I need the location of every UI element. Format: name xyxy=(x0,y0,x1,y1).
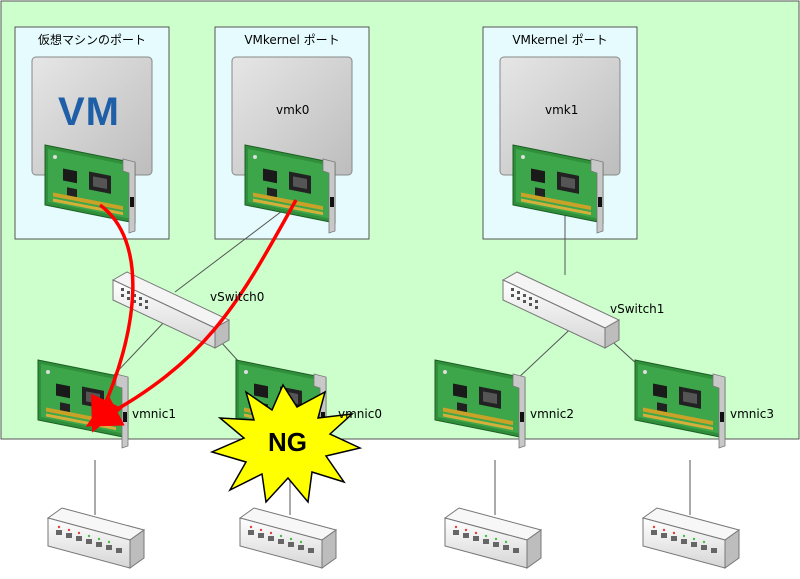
physical-switch-2-icon xyxy=(239,507,337,569)
physical-switch-3-icon xyxy=(444,507,542,569)
vswitch1-label: vSwitch1 xyxy=(610,302,665,316)
vmkernel-port-title-1: VMkernel ポート xyxy=(512,33,608,47)
vmkernel-port-title-0: VMkernel ポート xyxy=(244,33,340,47)
failover-arrow-vmk0 xyxy=(85,199,298,427)
ng-label: NG xyxy=(268,427,307,457)
physical-switch-4-icon xyxy=(642,507,740,569)
vmnic3-label: vmnic3 xyxy=(730,407,774,421)
failover-arrow-vm xyxy=(91,203,135,433)
ng-burst-icon xyxy=(209,383,363,504)
vmk0-label: vmk0 xyxy=(276,103,310,117)
vm-port-title: 仮想マシンのポート xyxy=(37,33,146,47)
vmk1-label: vmk1 xyxy=(545,103,579,117)
vm-label: VM xyxy=(58,90,120,134)
physical-switch-1-icon xyxy=(47,507,145,569)
vmnic2-label: vmnic2 xyxy=(530,407,574,421)
vswitch0-label: vSwitch0 xyxy=(210,290,265,304)
vmnic1-label: vmnic1 xyxy=(132,407,176,421)
vmnic0-label: vmnic0 xyxy=(338,407,382,421)
